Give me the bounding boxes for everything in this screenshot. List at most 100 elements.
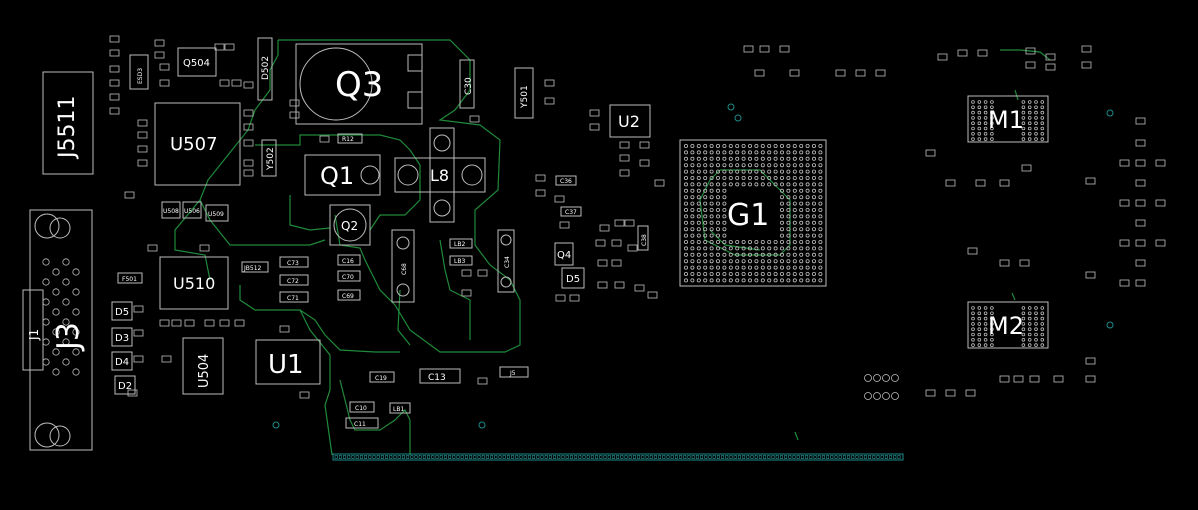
label-G1: G1	[727, 198, 769, 233]
label-Q504: Q504	[183, 58, 210, 69]
chip-U508: U508	[161, 201, 181, 219]
diode-D3: D3	[111, 327, 133, 347]
chip-G1: G1	[679, 139, 827, 287]
capacitor-C10: C10	[349, 401, 375, 413]
chip-U506: U506	[182, 201, 202, 219]
transistor-Q4: Q4	[554, 242, 574, 266]
memory-M1: M1	[967, 95, 1049, 143]
capacitor-C72: C72	[279, 274, 309, 286]
capacitor-C70: C70	[337, 270, 361, 282]
diode-D2: D2	[114, 375, 136, 395]
label-C71: C71	[287, 295, 299, 302]
chip-U2: U2	[609, 104, 651, 138]
capacitor-C37: C37	[560, 206, 582, 217]
via-group	[272, 103, 1114, 429]
diode-D5-left: D5	[111, 301, 133, 321]
label-Y502: Y502	[266, 147, 276, 171]
label-U507: U507	[170, 134, 218, 155]
label-U506: U506	[184, 208, 200, 215]
label-R12: R12	[342, 136, 354, 143]
label-C10: C10	[355, 405, 367, 412]
capacitor-C30: C30	[459, 59, 475, 109]
chip-U507: U507	[154, 102, 241, 186]
label-U504: U504	[197, 354, 212, 388]
connector-J3: J3 J1	[22, 209, 93, 451]
label-U509: U509	[208, 211, 224, 218]
label-U510: U510	[173, 274, 215, 293]
transistor-Q3: Q3	[295, 43, 423, 125]
label-LB3: LB3	[454, 258, 465, 265]
chip-U1: U1	[255, 339, 321, 385]
label-F501: F501	[122, 276, 137, 283]
label-C73: C73	[287, 260, 299, 267]
label-D5-left: D5	[115, 307, 129, 318]
test-points	[864, 374, 899, 400]
label-ESD3: ESD3	[137, 68, 144, 84]
capacitor-C73: C73	[279, 256, 309, 268]
label-C68: C68	[401, 263, 408, 275]
label-D502: D502	[261, 56, 271, 80]
ferrite-LB2: LB2	[449, 238, 473, 249]
capacitor-C11: C11	[345, 417, 379, 429]
inductor-L8: L8	[394, 127, 486, 223]
label-U508: U508	[163, 208, 179, 215]
label-C69: C69	[342, 293, 354, 300]
diode-D5-right: D5	[561, 267, 585, 289]
transistor-Q2: Q2	[329, 204, 371, 246]
capacitor-C16: C16	[337, 254, 361, 266]
label-D2: D2	[118, 381, 132, 392]
label-U2: U2	[618, 112, 640, 131]
capacitor-C38: C38	[637, 225, 649, 251]
edge-connector	[332, 453, 904, 461]
capacitor-C19: C19	[369, 371, 395, 383]
chip-U504: U504	[182, 337, 224, 395]
label-D3: D3	[115, 333, 129, 344]
label-J5: J5	[509, 370, 516, 377]
capacitor-C34: C34	[497, 229, 515, 293]
chip-U510: U510	[159, 256, 229, 310]
label-J5511: J5511	[55, 96, 80, 160]
label-C38: C38	[641, 234, 648, 246]
label-D4: D4	[115, 357, 129, 368]
capacitor-C36: C36	[555, 175, 577, 186]
transistor-Q504: Q504	[177, 47, 217, 77]
jumper-J5: J5	[499, 366, 529, 378]
label-C34: C34	[504, 256, 511, 268]
resistor-R12: R12	[337, 133, 363, 144]
label-C13: C13	[428, 373, 446, 383]
small-passives	[109, 35, 1166, 399]
chip-U509: U509	[205, 204, 229, 222]
diode-D502: D502	[257, 37, 273, 101]
label-C37: C37	[565, 209, 577, 216]
label-LB2: LB2	[454, 241, 465, 248]
label-C36: C36	[560, 178, 572, 185]
label-Y501: Y501	[520, 85, 530, 109]
ferrite-LB1: LB1	[389, 402, 411, 414]
label-C72: C72	[287, 278, 299, 285]
label-J3: J3	[51, 322, 86, 352]
diode-D4: D4	[111, 351, 133, 371]
ferrite-LB3: LB3	[449, 255, 473, 266]
label-M1: M1	[988, 106, 1024, 134]
label-M2: M2	[988, 312, 1024, 340]
label-Q3: Q3	[335, 65, 383, 105]
esd-ESD3: ESD3	[129, 54, 149, 90]
fuse-F501: F501	[117, 272, 143, 284]
trace-network	[174, 39, 1051, 456]
connector-J5511: J5511	[42, 71, 94, 175]
label-Q1: Q1	[320, 162, 354, 190]
label-C16: C16	[342, 258, 354, 265]
label-JB512: JB512	[243, 265, 262, 272]
label-C30: C30	[464, 77, 474, 95]
label-LB1: LB1	[393, 406, 404, 413]
jumper-JB512: JB512	[241, 261, 269, 273]
label-Q4: Q4	[557, 250, 571, 261]
label-C19: C19	[375, 375, 387, 382]
capacitor-C69: C69	[337, 289, 361, 301]
crystal-Y502: Y502	[261, 139, 277, 177]
transistor-Q1: Q1	[304, 154, 381, 196]
crystal-Y501: Y501	[514, 67, 534, 119]
capacitor-C68: C68	[391, 229, 415, 303]
label-D5-right: D5	[566, 274, 580, 285]
